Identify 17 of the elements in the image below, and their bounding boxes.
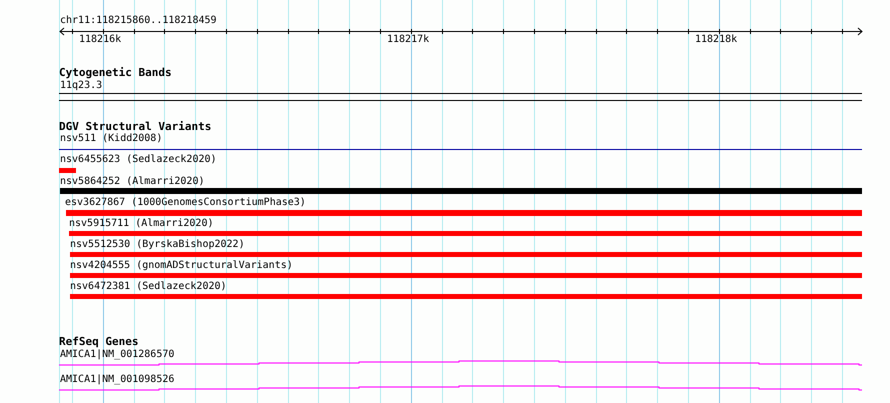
variant-label: nsv5864252 (Almarri2020) [60, 176, 204, 188]
tick-label: 118217k [387, 34, 430, 46]
gene-label: AMICA1|NM_001286570 [60, 349, 174, 361]
variant-label: nsv5512530 (ByrskaBishop2022) [70, 239, 245, 251]
location-label: chr11:118215860..118218459 [60, 15, 217, 27]
variant-label: nsv511 (Kidd2008) [60, 133, 162, 145]
band-label: 11q23.3 [60, 80, 102, 92]
tick-label: 118218k [695, 34, 738, 46]
track-heading: RefSeq Genes [59, 336, 138, 348]
variant-label: nsv6472381 (Sedlazeck2020) [70, 281, 227, 293]
gene-label: AMICA1|NM_001098526 [60, 374, 174, 386]
tick-label: 118216k [79, 34, 122, 46]
track-heading: DGV Structural Variants [59, 121, 212, 133]
variant-label: nsv5915711 (Almarri2020) [69, 218, 214, 230]
variant-label: nsv4204555 (gnomADStructuralVariants) [70, 260, 293, 272]
variant-label: esv3627867 (1000GenomesConsortiumPhase3) [65, 197, 306, 209]
variant-label: nsv6455623 (Sedlazeck2020) [60, 154, 217, 166]
